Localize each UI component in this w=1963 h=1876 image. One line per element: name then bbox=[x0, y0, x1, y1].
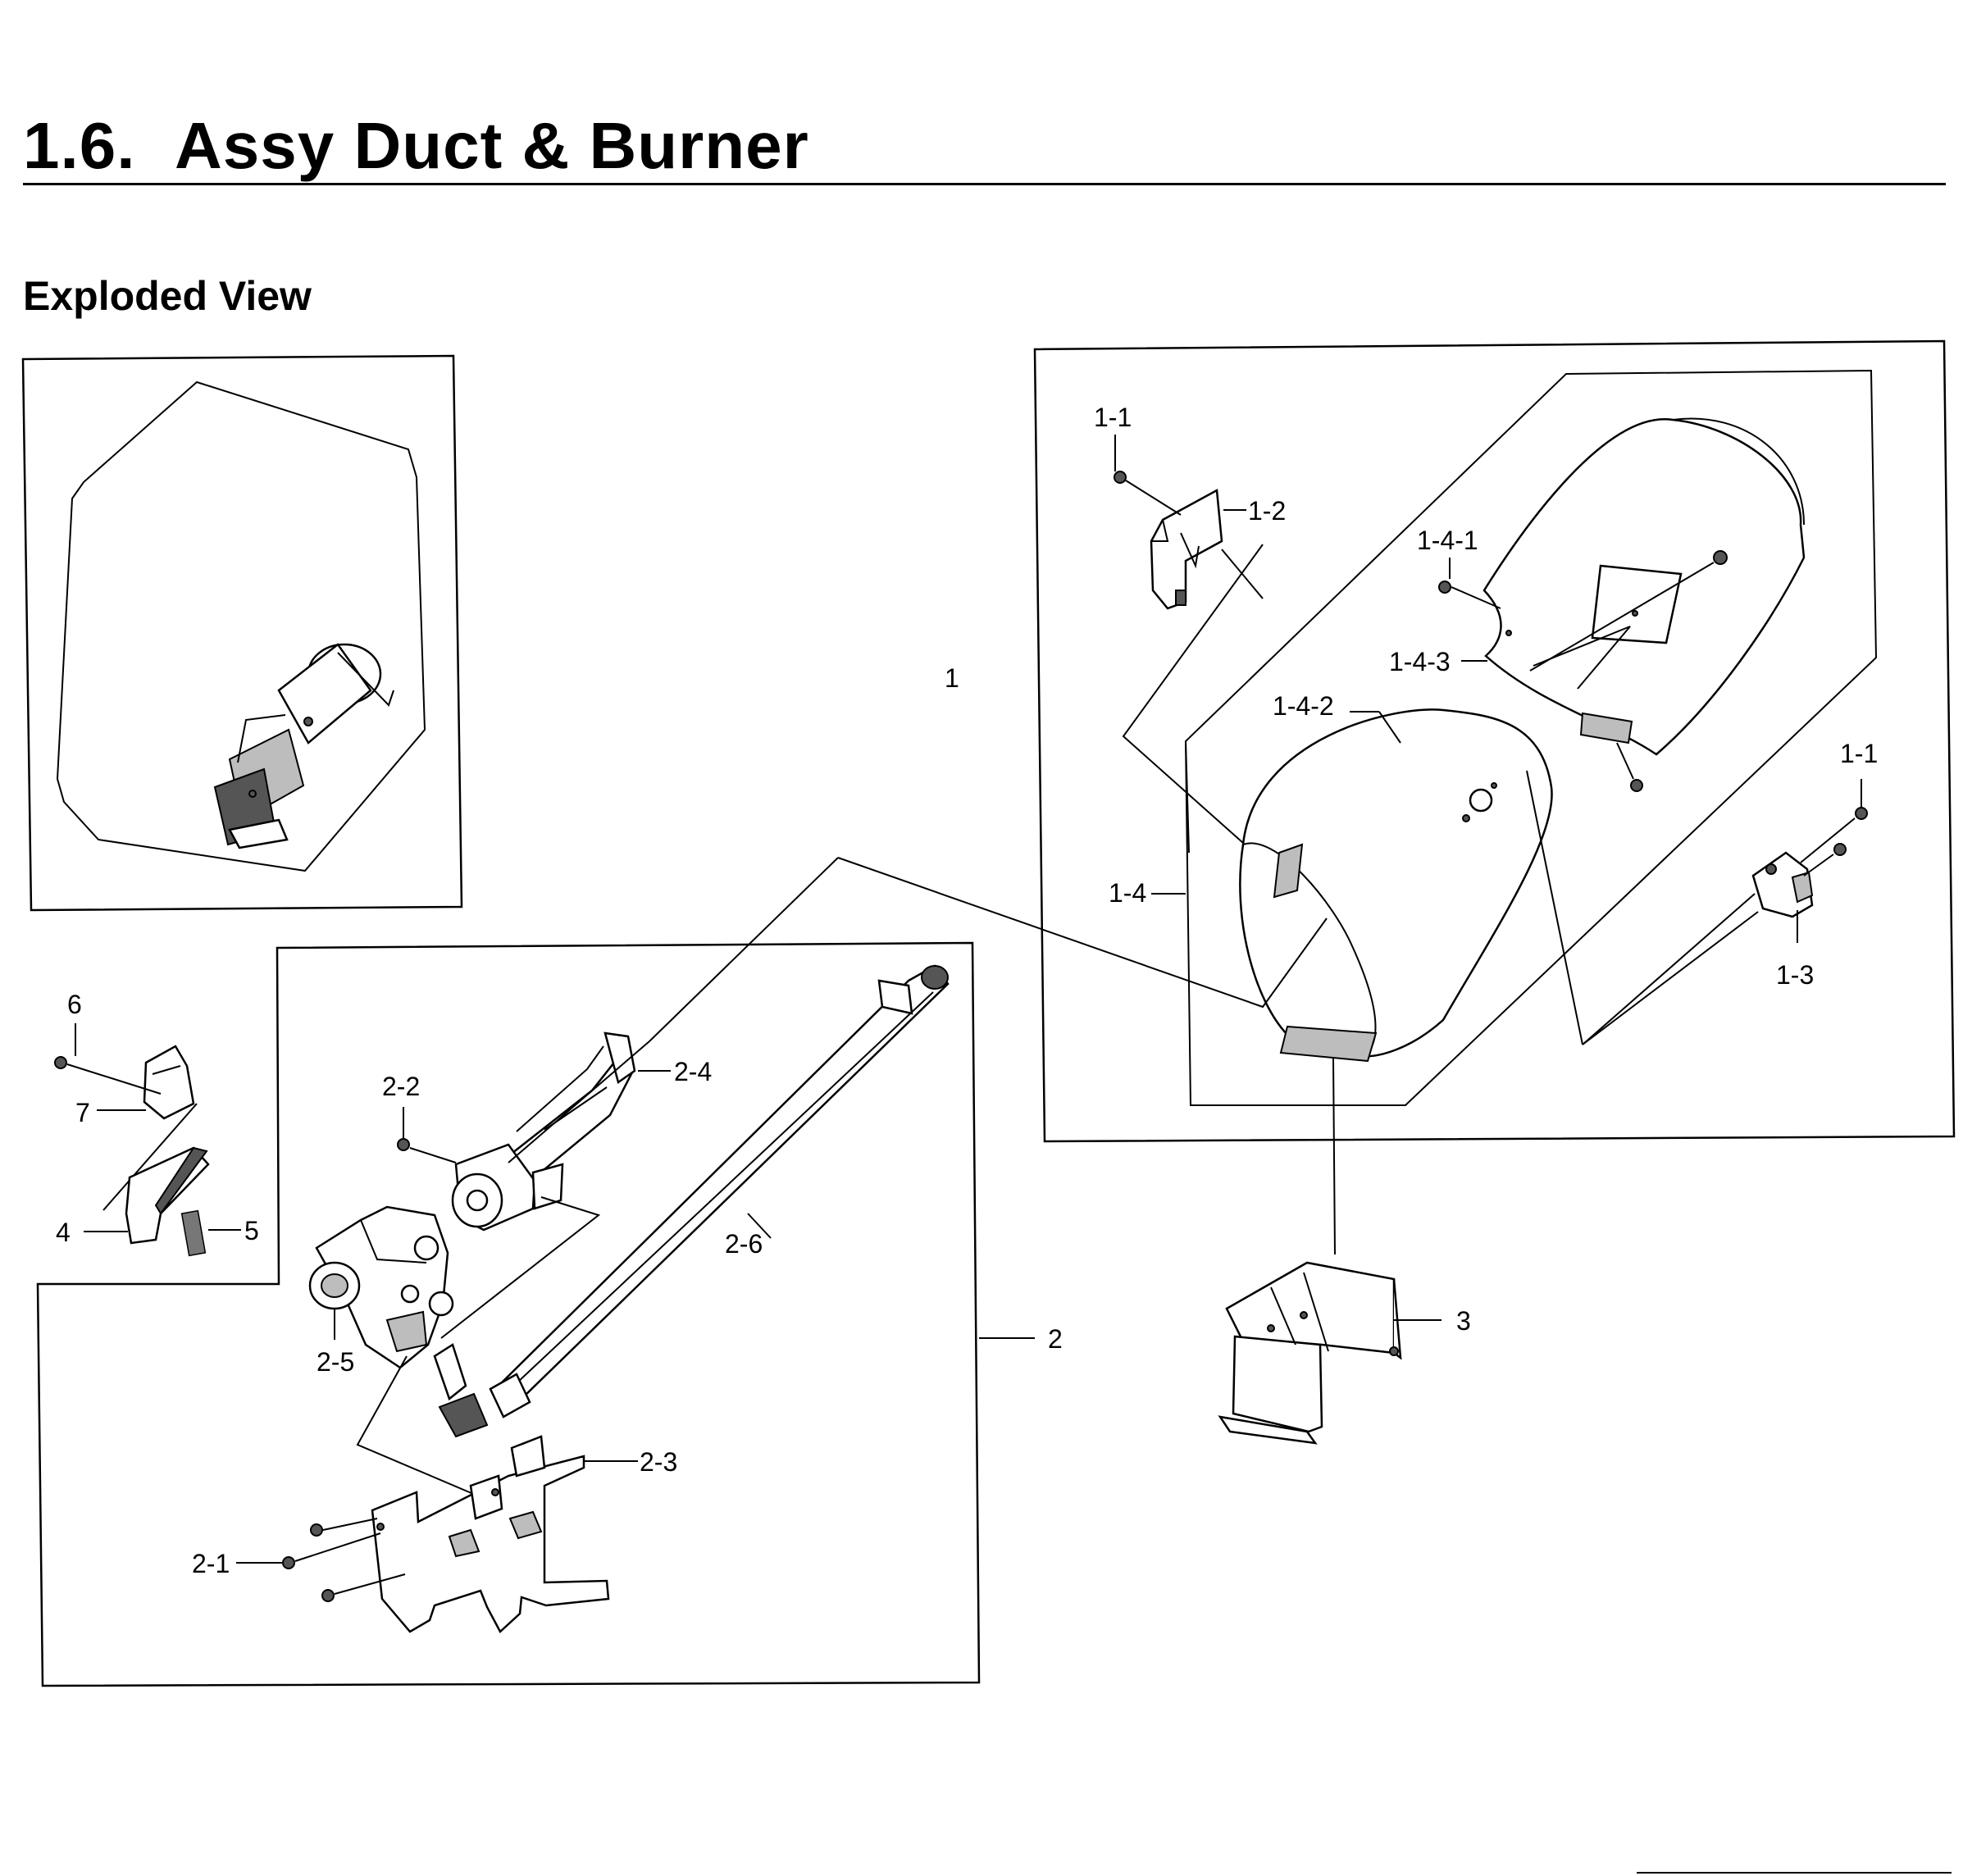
section-title: Assy Duct & Burner bbox=[175, 109, 809, 182]
screw-icon bbox=[282, 1532, 381, 1569]
section-number: 1.6. bbox=[23, 109, 136, 182]
page-title: 1.6.Assy Duct & Burner bbox=[23, 113, 809, 179]
screw-icon bbox=[1616, 742, 1643, 792]
group-2-frame bbox=[36, 941, 981, 1687]
nozzle-elbow bbox=[433, 1343, 531, 1438]
duct-cylinder-icon bbox=[1239, 708, 1756, 1063]
callout-2-4: 2-4 bbox=[674, 1057, 712, 1086]
screw-icon bbox=[54, 1056, 162, 1095]
callout-1-1-right: 1-1 bbox=[1840, 739, 1878, 768]
section-heading: Exploded View bbox=[23, 273, 312, 319]
overview-frame bbox=[21, 354, 463, 912]
title-rule bbox=[23, 183, 1946, 185]
callout-1-2: 1-2 bbox=[1248, 496, 1286, 526]
callout-labels: 1-1 1-2 1-4-1 1-4-3 1 1-4-2 1-1 1-4 1-3 … bbox=[56, 403, 1878, 1578]
callout-2: 2 bbox=[1048, 1324, 1063, 1354]
screw-icon bbox=[310, 1518, 378, 1537]
gas-valve-icon bbox=[308, 1205, 454, 1369]
callout-2-3: 2-3 bbox=[640, 1447, 677, 1477]
screw-icon bbox=[397, 1138, 457, 1163]
callout-1-4: 1-4 bbox=[1109, 878, 1146, 908]
igniter-coil bbox=[451, 1143, 564, 1232]
part-7-clip bbox=[143, 1045, 195, 1120]
callout-2-1: 2-1 bbox=[192, 1549, 230, 1578]
callout-2-5: 2-5 bbox=[317, 1347, 354, 1377]
callout-1-4-1: 1-4-1 bbox=[1417, 526, 1478, 555]
callout-2-2: 2-2 bbox=[382, 1072, 420, 1101]
screw-icon bbox=[1114, 471, 1182, 516]
dryer-cabinet-overview-icon bbox=[56, 380, 426, 872]
bracket-1-2 bbox=[1150, 488, 1223, 610]
callout-7: 7 bbox=[75, 1098, 90, 1127]
overview-inset bbox=[21, 354, 463, 912]
duct-back-1-4-3 bbox=[1482, 417, 1806, 756]
mounting-bracket-icon bbox=[1218, 1261, 1402, 1445]
callout-1-1-top: 1-1 bbox=[1094, 403, 1132, 432]
screw-icon bbox=[1529, 550, 1728, 672]
callout-1-3: 1-3 bbox=[1776, 960, 1814, 990]
callout-1-4-3: 1-4-3 bbox=[1389, 647, 1451, 676]
screw-icon bbox=[1438, 581, 1501, 609]
callout-6: 6 bbox=[67, 990, 82, 1019]
thermostat-1-3 bbox=[1751, 851, 1814, 943]
callout-2-6: 2-6 bbox=[725, 1229, 763, 1259]
group-1-frame bbox=[1033, 339, 1956, 1143]
callout-1: 1 bbox=[945, 663, 959, 693]
screw-icon bbox=[1803, 843, 1847, 877]
burner-tube-icon bbox=[493, 964, 950, 1402]
callout-3: 3 bbox=[1456, 1306, 1471, 1336]
screw-icon bbox=[321, 1573, 406, 1602]
bracket-2-3 bbox=[371, 1435, 610, 1634]
callout-4: 4 bbox=[56, 1218, 71, 1247]
callout-5: 5 bbox=[244, 1216, 259, 1245]
callout-1-4-2: 1-4-2 bbox=[1273, 691, 1334, 721]
part-4-ignitor-holder bbox=[125, 1146, 210, 1245]
screw-icon bbox=[1800, 807, 1868, 863]
part-5-screen bbox=[180, 1209, 207, 1257]
